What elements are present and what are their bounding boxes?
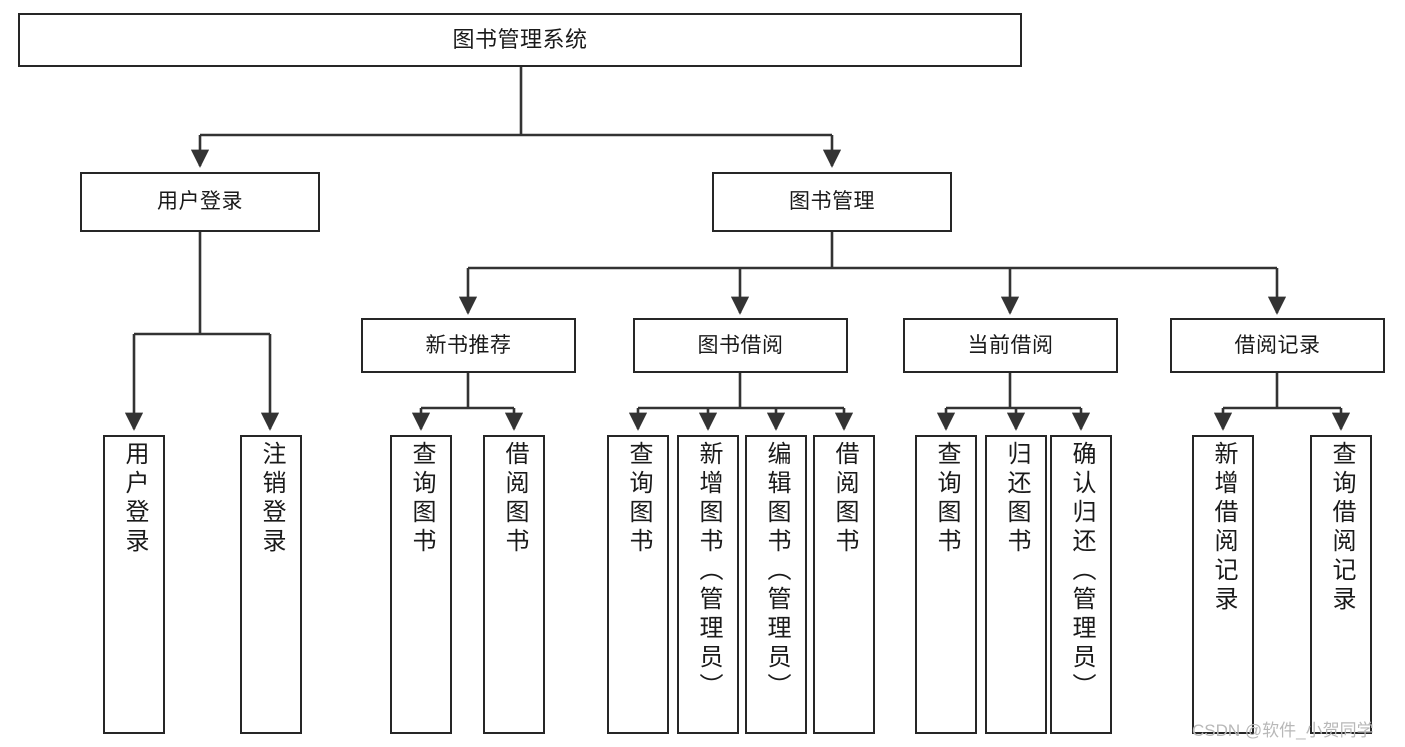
node-leaf-borrow-book-2[interactable]: 借阅图书 — [813, 435, 875, 734]
node-leaf-add-borrow-record[interactable]: 新增借阅记录 — [1192, 435, 1254, 734]
node-leaf-logout-login-label: 注销登录 — [258, 441, 285, 557]
node-leaf-user-login-label: 用户登录 — [121, 441, 148, 557]
node-leaf-return-book[interactable]: 归还图书 — [985, 435, 1047, 734]
node-current-borrow-label: 当前借阅 — [967, 333, 1054, 357]
node-leaf-user-login[interactable]: 用户登录 — [103, 435, 165, 734]
node-leaf-query-borrow-record[interactable]: 查询借阅记录 — [1310, 435, 1372, 734]
node-root-label: 图书管理系统 — [452, 26, 588, 52]
node-borrow-record[interactable]: 借阅记录 — [1170, 318, 1385, 373]
node-leaf-borrow-book-1-label: 借阅图书 — [501, 441, 528, 557]
node-leaf-borrow-book-2-label: 借阅图书 — [831, 441, 858, 557]
node-leaf-query-borrow-record-label: 查询借阅记录 — [1328, 441, 1355, 615]
node-book-borrow-label: 图书借阅 — [697, 333, 784, 357]
node-leaf-query-book-1[interactable]: 查询图书 — [390, 435, 452, 734]
watermark: CSDN @软件_小贺同学 — [1192, 721, 1374, 740]
node-leaf-add-book-label: 新增图书（管理员） — [695, 441, 722, 702]
node-book-borrow[interactable]: 图书借阅 — [633, 318, 848, 373]
node-leaf-query-book-2[interactable]: 查询图书 — [607, 435, 669, 734]
node-leaf-add-borrow-record-label: 新增借阅记录 — [1210, 441, 1237, 615]
node-borrow-record-label: 借阅记录 — [1234, 333, 1321, 357]
node-book-management-label: 图书管理 — [789, 190, 875, 214]
node-root[interactable]: 图书管理系统 — [18, 13, 1022, 67]
node-book-management[interactable]: 图书管理 — [712, 172, 952, 232]
node-leaf-edit-book[interactable]: 编辑图书（管理员） — [745, 435, 807, 734]
node-leaf-query-book-2-label: 查询图书 — [625, 441, 652, 557]
node-leaf-confirm-return-label: 确认归还（管理员） — [1068, 441, 1095, 702]
node-leaf-return-book-label: 归还图书 — [1003, 441, 1030, 557]
node-leaf-borrow-book-1[interactable]: 借阅图书 — [483, 435, 545, 734]
node-leaf-edit-book-label: 编辑图书（管理员） — [763, 441, 790, 702]
node-user-login[interactable]: 用户登录 — [80, 172, 320, 232]
node-new-book-recommend-label: 新书推荐 — [425, 333, 512, 357]
node-leaf-confirm-return[interactable]: 确认归还（管理员） — [1050, 435, 1112, 734]
node-leaf-query-book-3[interactable]: 查询图书 — [915, 435, 977, 734]
node-leaf-logout-login[interactable]: 注销登录 — [240, 435, 302, 734]
node-current-borrow[interactable]: 当前借阅 — [903, 318, 1118, 373]
node-leaf-query-book-3-label: 查询图书 — [933, 441, 960, 557]
node-leaf-query-book-1-label: 查询图书 — [408, 441, 435, 557]
node-new-book-recommend[interactable]: 新书推荐 — [361, 318, 576, 373]
node-leaf-add-book[interactable]: 新增图书（管理员） — [677, 435, 739, 734]
node-user-login-label: 用户登录 — [157, 190, 243, 214]
